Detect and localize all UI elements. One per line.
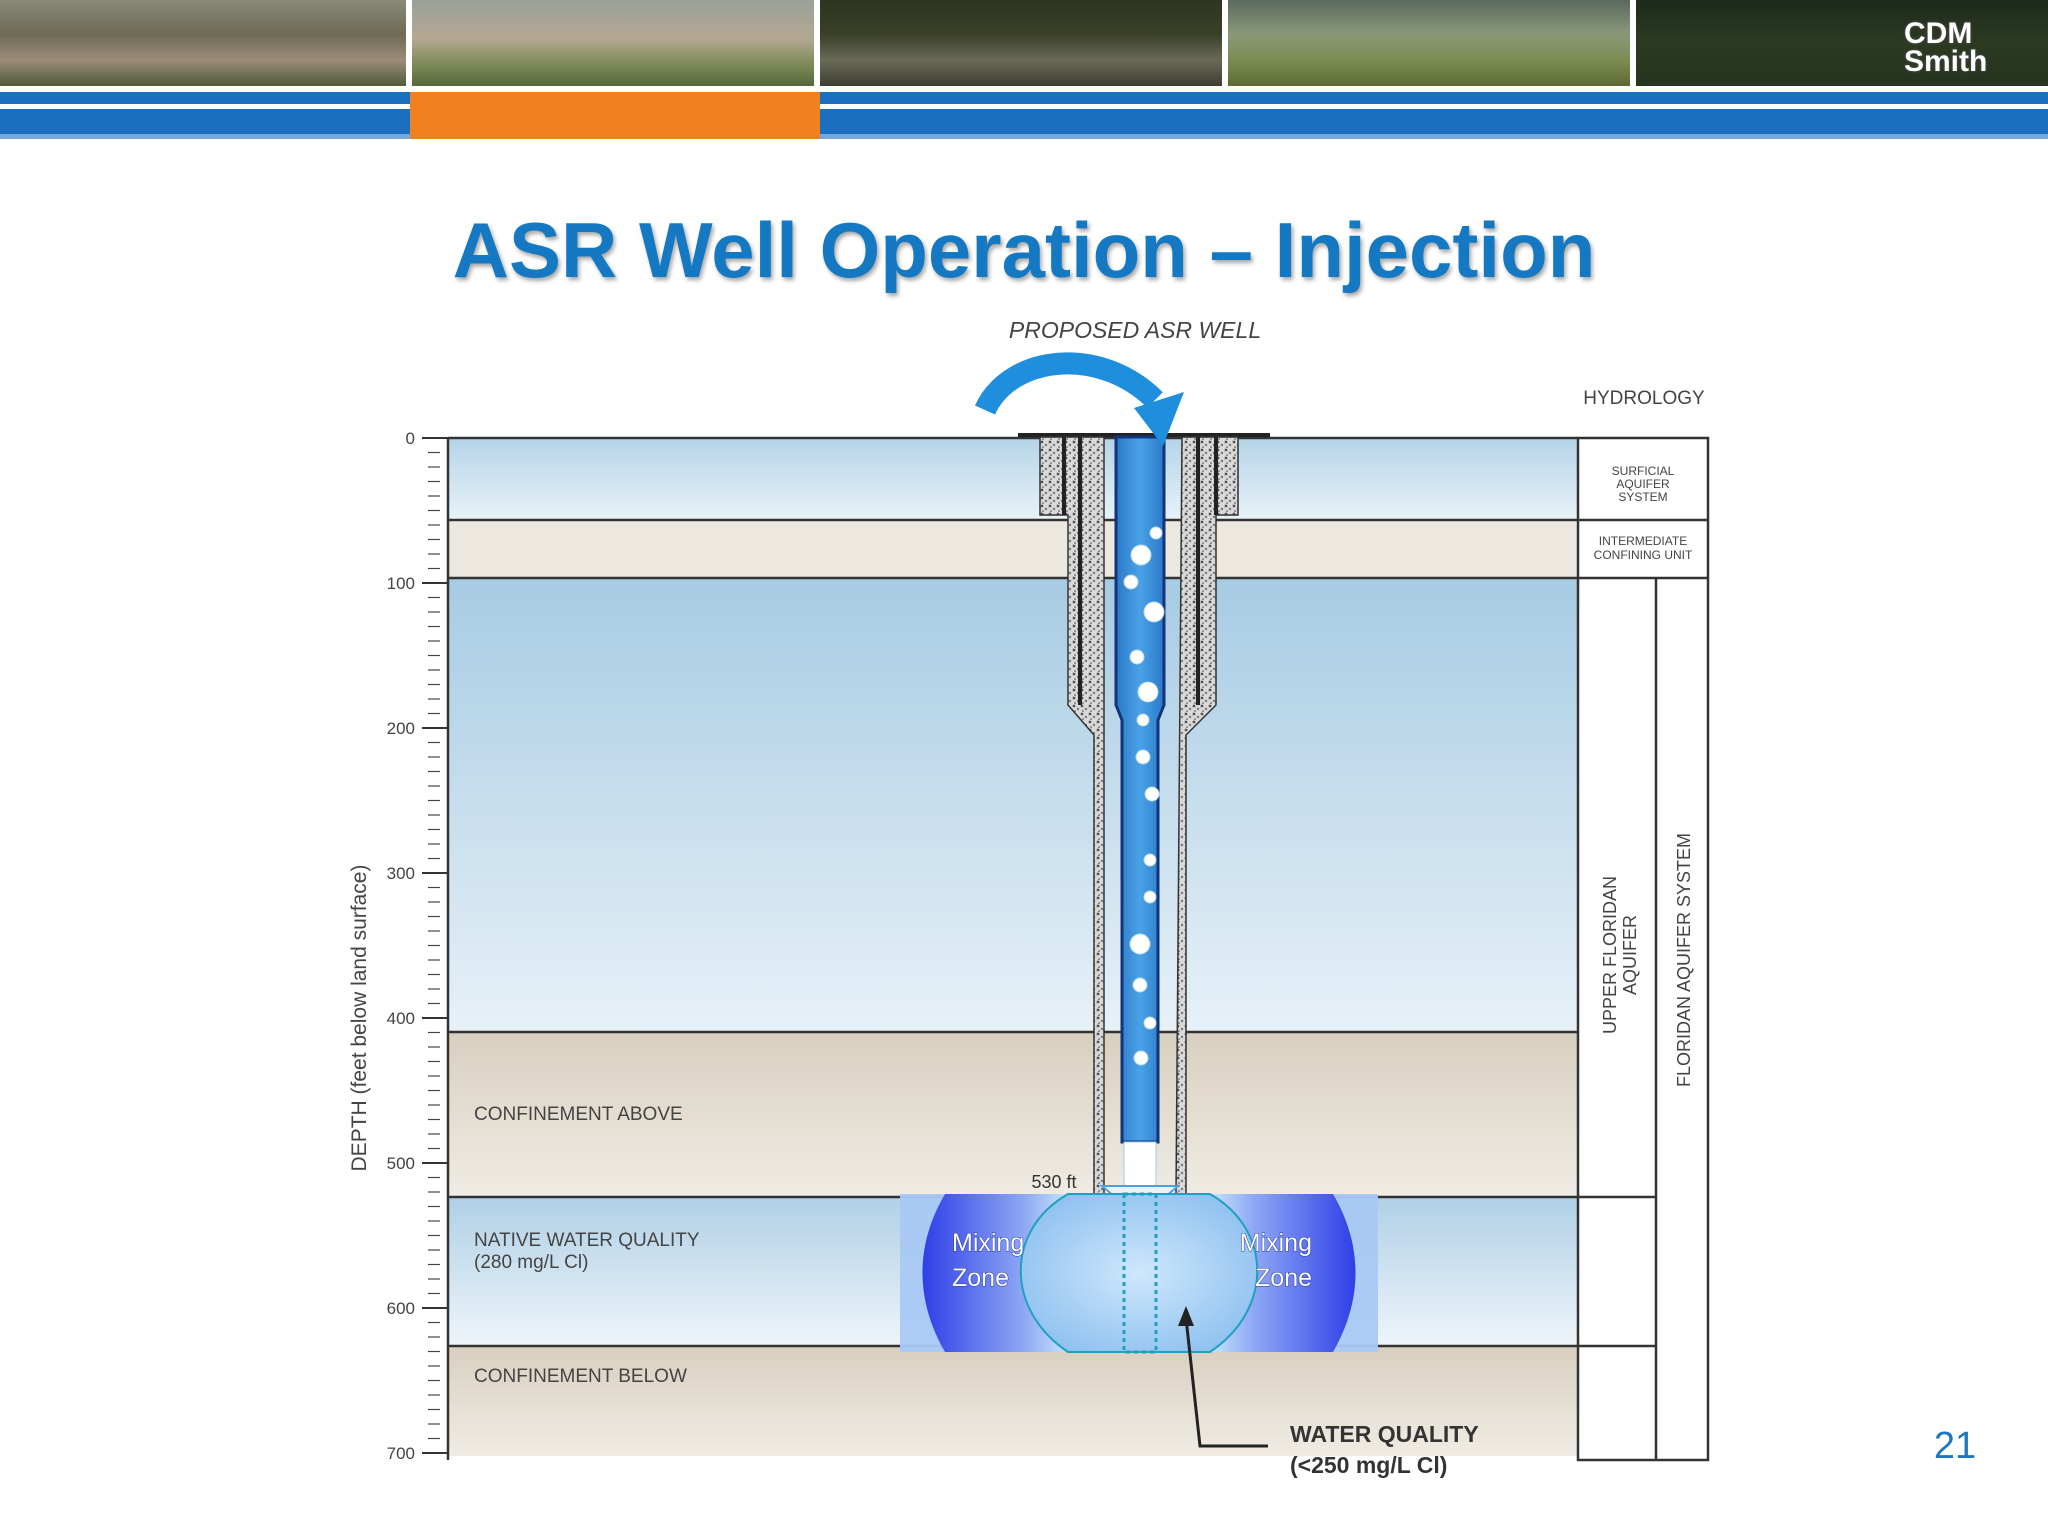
depth-tick-label: 300 bbox=[387, 864, 415, 883]
header-photo-strip: CDM Smith bbox=[0, 0, 2048, 86]
depth-tick-label: 0 bbox=[406, 429, 415, 448]
header-photo-river-2 bbox=[412, 0, 814, 86]
confinement-above-layer bbox=[448, 1032, 1578, 1197]
depth-tick-label: 600 bbox=[387, 1299, 415, 1318]
injection-bubbles bbox=[1123, 526, 1165, 1066]
depth-tick-label: 100 bbox=[387, 574, 415, 593]
surficial-aquifer-layer bbox=[448, 438, 1578, 520]
intermediate-confining-layer bbox=[448, 520, 1578, 578]
intermediate-unit-label-1: INTERMEDIATE bbox=[1599, 534, 1687, 548]
mixing-zone-left-lobe bbox=[922, 1194, 1068, 1352]
mixing-zone-right-label-2: Zone bbox=[1255, 1264, 1312, 1292]
hydrology-column: HYDROLOGY SURFICIAL AQUIFER SYSTEM INTER… bbox=[1576, 388, 1710, 1462]
depth-tick-label: 200 bbox=[387, 719, 415, 738]
water-quality-callout: WATER QUALITY (<250 mg/L Cl) bbox=[1178, 1306, 1479, 1478]
injected-water-bubble bbox=[1019, 1193, 1259, 1353]
header-photo-river-3 bbox=[820, 0, 1222, 86]
water-quality-label-2: (<250 mg/L Cl) bbox=[1290, 1452, 1447, 1478]
strata-layers bbox=[446, 436, 1578, 1460]
proposed-well-label: PROPOSED ASR WELL bbox=[1009, 317, 1261, 343]
injection-curved-arrow bbox=[974, 352, 1184, 446]
company-logo: CDM Smith bbox=[1904, 17, 2028, 78]
floridan-system-label: FLORIDAN AQUIFER SYSTEM bbox=[1674, 833, 1694, 1087]
native-water-label-line2: (280 mg/L Cl) bbox=[474, 1252, 588, 1273]
depth-tick-label: 400 bbox=[387, 1009, 415, 1028]
upper-floridan-label-1: UPPER FLORIDAN bbox=[1600, 876, 1620, 1034]
depth-530-label: 530 ft bbox=[1031, 1172, 1076, 1192]
asr-well-diagram: 0 100 200 300 400 500 600 700 DEPTH (fee… bbox=[348, 317, 1710, 1478]
depth-minor-ticks bbox=[428, 451, 440, 1440]
upper-floridan-aquifer-layer bbox=[448, 578, 1578, 1032]
surficial-aquifer-label-1: SURFICIAL bbox=[1612, 464, 1675, 478]
mixing-zone: Mixing Zone Mixing Zone bbox=[900, 1192, 1378, 1354]
water-quality-label-1: WATER QUALITY bbox=[1290, 1421, 1479, 1447]
intermediate-unit-label-2: CONFINING UNIT bbox=[1594, 548, 1693, 562]
depth-axis-label: DEPTH (feet below land surface) bbox=[348, 865, 371, 1172]
native-water-label-line1: NATIVE WATER QUALITY bbox=[474, 1230, 700, 1251]
mixing-zone-left-label-1: Mixing bbox=[952, 1229, 1024, 1257]
depth-tick-label: 700 bbox=[387, 1444, 415, 1463]
confinement-above-label: CONFINEMENT ABOVE bbox=[474, 1104, 683, 1125]
depth-axis: 0 100 200 300 400 500 600 700 DEPTH (fee… bbox=[348, 429, 448, 1463]
header-photo-river-1 bbox=[0, 0, 406, 86]
well-gravel-pack bbox=[1039, 436, 1105, 1196]
mixing-zone-right-label-1: Mixing bbox=[1240, 1229, 1312, 1257]
depth-major-ticks bbox=[422, 437, 448, 1454]
brand-color-bar bbox=[0, 92, 2048, 139]
confinement-below-layer bbox=[448, 1346, 1578, 1456]
slide-page-number: 21 bbox=[1933, 1425, 1977, 1467]
surficial-aquifer-label-3: SYSTEM bbox=[1618, 490, 1667, 504]
mixing-zone-left-label-2: Zone bbox=[952, 1264, 1009, 1292]
surficial-aquifer-label-2: AQUIFER bbox=[1616, 477, 1670, 491]
logo-line-1: CDM bbox=[1904, 17, 1973, 50]
mixing-zone-right-lobe bbox=[1210, 1194, 1356, 1352]
logo-line-2: Smith bbox=[1904, 45, 1988, 78]
header-photo-wetland bbox=[1228, 0, 1630, 86]
page-title: ASR Well Operation – Injection bbox=[452, 206, 1596, 294]
header-photo-trees bbox=[1636, 0, 2048, 86]
hydrology-header: HYDROLOGY bbox=[1583, 388, 1705, 409]
upper-floridan-label-2: AQUIFER bbox=[1620, 915, 1640, 995]
depth-tick-label: 500 bbox=[387, 1154, 415, 1173]
confinement-below-label: CONFINEMENT BELOW bbox=[474, 1366, 687, 1387]
